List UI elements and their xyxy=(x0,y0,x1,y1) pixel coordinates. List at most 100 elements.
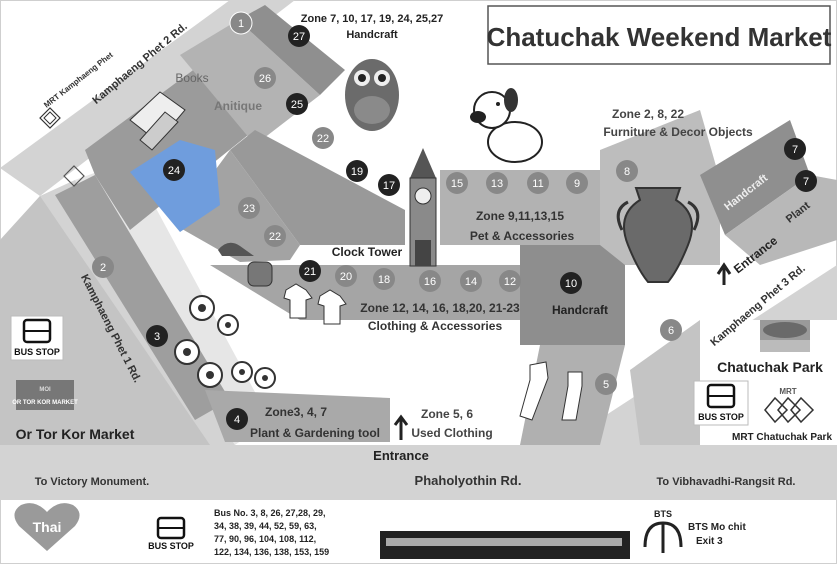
svg-text:27: 27 xyxy=(293,31,305,43)
zone-marker[interactable]: 21 xyxy=(299,260,321,282)
svg-text:12: 12 xyxy=(504,276,516,288)
books-label: Books xyxy=(175,71,208,85)
or-tor-kor-sign: MOI OR TOR KOR MARKET xyxy=(12,380,78,410)
bts-train-illustration xyxy=(380,531,630,559)
map-title: Chatuchak Weekend Market xyxy=(487,22,832,52)
zone-marker[interactable]: 5 xyxy=(595,373,617,395)
bus-numbers-line-2: 34, 38, 39, 44, 52, 59, 63, xyxy=(214,521,317,531)
svg-text:BTS: BTS xyxy=(654,509,672,519)
svg-text:Thai: Thai xyxy=(33,519,62,535)
zone-12-label: Zone 12, 14, 16, 18,20, 21-23 xyxy=(360,301,520,315)
or-tor-kor-label: Or Tor Kor Market xyxy=(16,426,135,442)
road-label-vibhavadi: To Vibhavadhi-Rangsit Rd. xyxy=(657,476,796,488)
bus-numbers-line-1: Bus No. 3, 8, 26, 27,28, 29, xyxy=(214,508,326,518)
block-zone-6 xyxy=(630,320,700,445)
zone-marker[interactable]: 10 xyxy=(560,272,582,294)
svg-text:24: 24 xyxy=(168,165,180,177)
zone-marker[interactable]: 4 xyxy=(226,408,248,430)
bus-numbers-line-4: 122, 134, 136, 138, 153, 159 xyxy=(214,547,329,557)
mrt-logo-kamphaeng xyxy=(39,107,85,187)
svg-text:2: 2 xyxy=(100,262,106,274)
clock-tower-label: Clock Tower xyxy=(332,245,403,259)
block-books xyxy=(85,65,248,230)
chatuchak-park-label: Chatuchak Park xyxy=(717,359,823,375)
zone-marker[interactable]: 26 xyxy=(254,67,276,89)
bts-logo: BTS xyxy=(643,509,683,553)
zone-marker[interactable]: 27 xyxy=(288,25,310,47)
block-clothing xyxy=(210,265,520,320)
bus-numbers-line-3: 77, 90, 96, 104, 108, 112, xyxy=(214,534,316,544)
zone-marker[interactable]: 25 xyxy=(286,93,308,115)
zone-5-desc: Used Clothing xyxy=(411,426,492,440)
bts-exit-label: Exit 3 xyxy=(696,536,723,547)
svg-text:18: 18 xyxy=(378,274,390,286)
block-plant-7 xyxy=(725,175,837,265)
svg-text:5: 5 xyxy=(603,379,609,391)
zone-marker[interactable]: 2 xyxy=(92,256,114,278)
zone-marker[interactable]: 1 xyxy=(229,11,253,35)
zone-marker[interactable]: 19 xyxy=(346,160,368,182)
title-box xyxy=(487,5,831,65)
block-zone-19-22 xyxy=(230,130,405,245)
zone-marker[interactable]: 12 xyxy=(499,270,521,292)
zone-marker[interactable]: 17 xyxy=(378,174,400,196)
svg-text:8: 8 xyxy=(624,166,630,178)
antique-label: Anitique xyxy=(214,99,262,113)
zone-marker[interactable]: 8 xyxy=(616,160,638,182)
bus-stop-right: BUS STOP xyxy=(693,380,749,426)
road-phaholyothin xyxy=(0,445,837,500)
svg-text:9: 9 xyxy=(574,178,580,190)
svg-text:19: 19 xyxy=(351,166,363,178)
zone-5-label: Zone 5, 6 xyxy=(421,407,473,421)
svg-text:BUS STOP: BUS STOP xyxy=(698,412,744,422)
zone-marker[interactable]: 14 xyxy=(460,270,482,292)
zone-marker[interactable]: 18 xyxy=(373,268,395,290)
zone-marker[interactable]: 16 xyxy=(419,270,441,292)
zone-marker[interactable]: 7 xyxy=(784,138,806,160)
zone-marker[interactable]: 24 xyxy=(163,159,185,181)
svg-text:17: 17 xyxy=(383,180,395,192)
road-label-victory: To Victory Monument. xyxy=(35,476,150,488)
block-handcraft-10 xyxy=(520,245,625,345)
block-pet xyxy=(440,170,600,245)
zone-marker[interactable]: 22 xyxy=(312,127,334,149)
shirt-icon xyxy=(317,289,347,325)
zone-7-label: Zone 7, 10, 17, 19, 24, 25,27 xyxy=(301,13,443,25)
svg-text:26: 26 xyxy=(259,73,271,85)
jeans-illustration xyxy=(519,361,583,421)
zone-marker[interactable]: 3 xyxy=(146,325,168,347)
clock-tower-illustration xyxy=(409,148,437,267)
block-zone-1-27 xyxy=(238,5,345,95)
bag-icon xyxy=(247,261,273,287)
park-picture xyxy=(760,320,810,352)
svg-text:11: 11 xyxy=(532,178,543,190)
zone-marker[interactable]: 11 xyxy=(527,172,549,194)
zone-12-desc: Clothing & Accessories xyxy=(368,319,503,333)
zone-9-desc: Pet & Accessories xyxy=(470,229,575,243)
zone-marker[interactable]: 23 xyxy=(238,197,260,219)
svg-text:10: 10 xyxy=(565,278,577,290)
zone-marker[interactable]: 6 xyxy=(660,319,682,341)
zone-marker[interactable]: 22 xyxy=(264,225,286,247)
svg-text:MRT: MRT xyxy=(779,387,796,396)
shirt-icon xyxy=(283,283,313,319)
books-illustration xyxy=(129,91,186,151)
zone-marker[interactable]: 9 xyxy=(566,172,588,194)
thai-heart-logo: Thai xyxy=(14,503,80,551)
svg-text:21: 21 xyxy=(304,266,316,278)
mrt-logo-chatuchak: MRT xyxy=(764,387,815,424)
entrance-arrow-right xyxy=(716,262,732,285)
svg-text:MOI: MOI xyxy=(39,387,51,393)
svg-text:25: 25 xyxy=(291,99,303,111)
zone-marker[interactable]: 20 xyxy=(335,265,357,287)
zone-marker[interactable]: 7 xyxy=(795,170,817,192)
zone-marker[interactable]: 15 xyxy=(446,172,468,194)
block-zone-4 xyxy=(205,390,390,442)
entrance-bottom-label: Entrance xyxy=(373,448,429,463)
zone-3-desc: Plant & Gardening tool xyxy=(250,426,380,440)
zone-marker[interactable]: 13 xyxy=(486,172,508,194)
shoe-icon xyxy=(218,242,254,256)
svg-text:4: 4 xyxy=(234,414,240,426)
